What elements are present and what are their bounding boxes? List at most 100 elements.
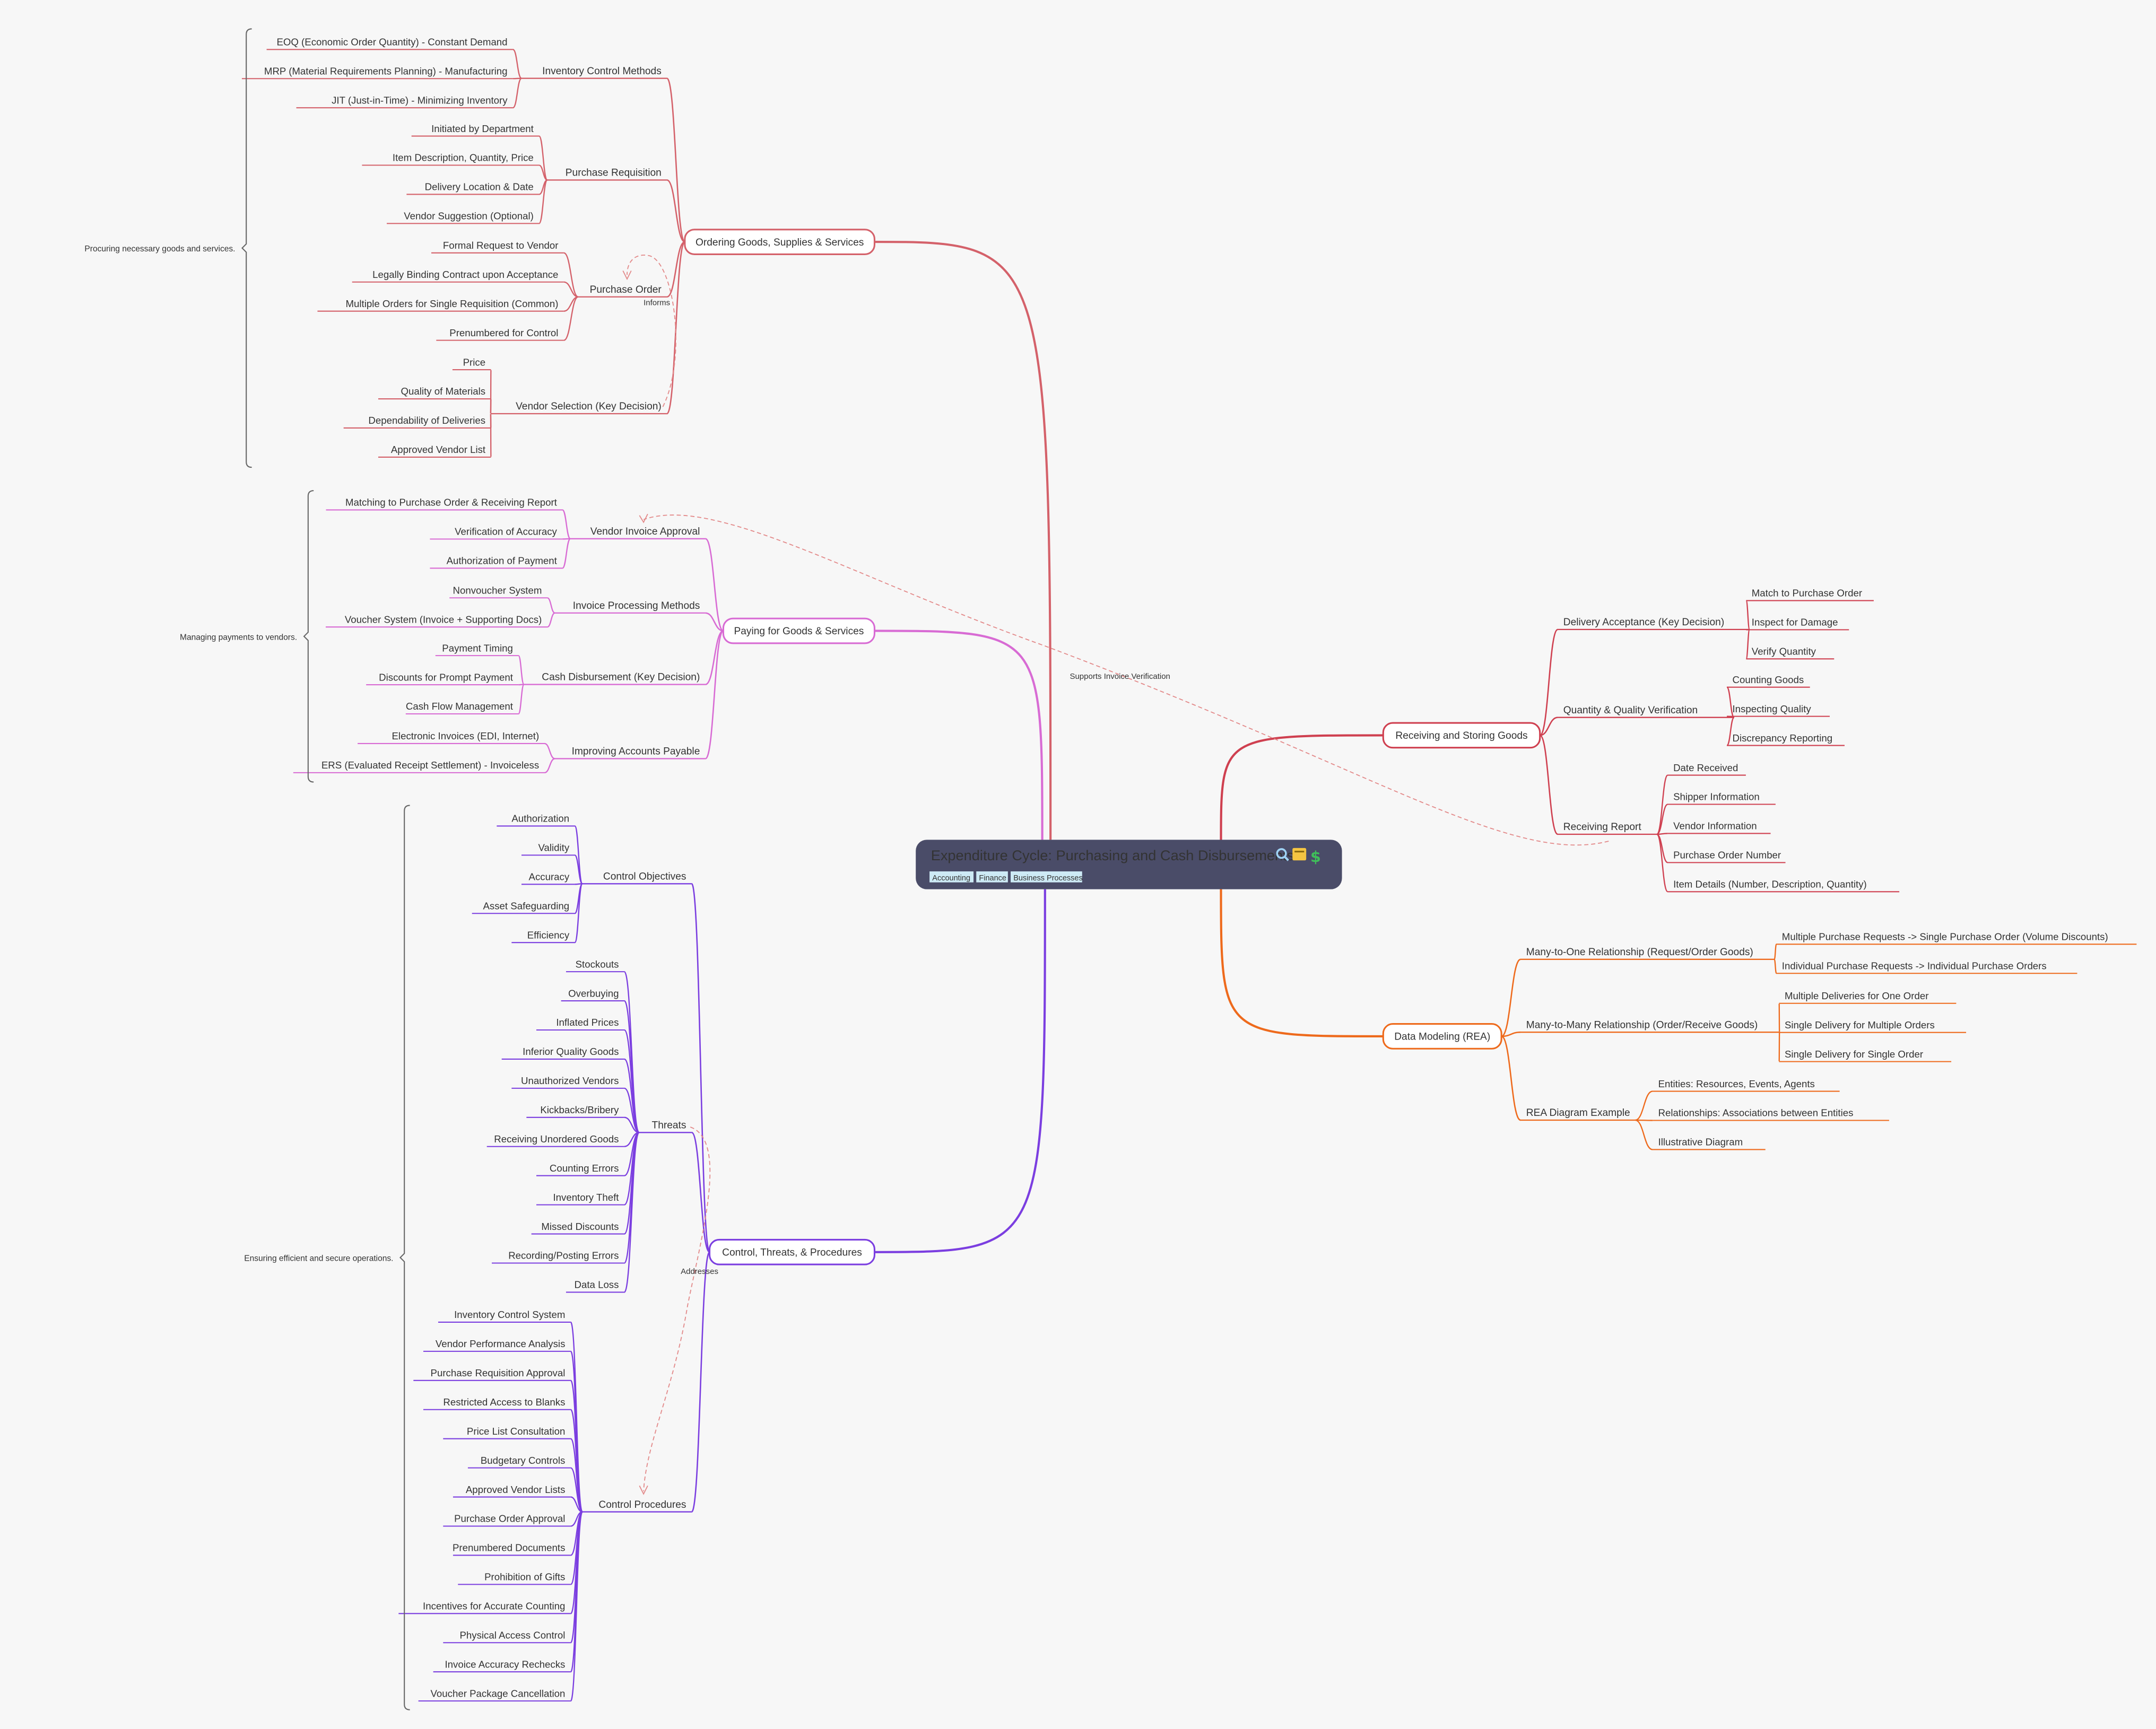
subtopic-item[interactable]: JIT (Just-in-Time) - Minimizing Inventor…	[332, 94, 508, 106]
subtopic-item[interactable]: Matching to Purchase Order & Receiving R…	[345, 497, 558, 508]
subtopic-item[interactable]: Single Delivery for Multiple Orders	[1785, 1019, 1935, 1031]
subtopic-item[interactable]: Price	[463, 356, 485, 368]
branch-node-receiving[interactable]: Receiving and Storing Goods	[1382, 722, 1541, 749]
subtopic-item[interactable]: Authorization	[511, 813, 569, 824]
branch-node-control[interactable]: Control, Threats, & Procedures	[708, 1238, 876, 1265]
subtopic-item[interactable]: Individual Purchase Requests -> Individu…	[1782, 960, 2047, 971]
topic-invoice-processing-methods[interactable]: Invoice Processing Methods	[573, 600, 700, 612]
subtopic-item[interactable]: Budgetary Controls	[481, 1455, 566, 1466]
topic-inventory-control-methods[interactable]: Inventory Control Methods	[542, 66, 662, 77]
subtopic-item[interactable]: Inferior Quality Goods	[523, 1046, 619, 1057]
subtopic-item[interactable]: Item Details (Number, Description, Quant…	[1673, 879, 1867, 890]
subtopic-item[interactable]: Kickbacks/Bribery	[540, 1104, 619, 1115]
subtopic-item[interactable]: MRP (Material Requirements Planning) - M…	[264, 65, 508, 76]
topic-improving-accounts-payable[interactable]: Improving Accounts Payable	[572, 746, 700, 757]
subtopic-item[interactable]: Entities: Resources, Events, Agents	[1658, 1078, 1815, 1089]
subtopic-item[interactable]: Physical Access Control	[459, 1629, 565, 1640]
subtopic-item[interactable]: Restricted Access to Blanks	[443, 1396, 565, 1408]
subtopic-item[interactable]: Invoice Accuracy Rechecks	[445, 1658, 565, 1670]
topic-vendor-invoice-approval[interactable]: Vendor Invoice Approval	[590, 526, 700, 537]
subtopic-item[interactable]: Unauthorized Vendors	[521, 1075, 619, 1086]
subtopic-item[interactable]: Counting Goods	[1733, 674, 1804, 685]
root-node[interactable]: Expenditure Cycle: Purchasing and Cash D…	[916, 840, 1342, 889]
subtopic-item[interactable]: Prenumbered for Control	[449, 327, 558, 338]
subtopic-item[interactable]: Verify Quantity	[1752, 646, 1816, 657]
subtopic-item[interactable]: Illustrative Diagram	[1658, 1137, 1743, 1148]
relation-label[interactable]: Informs	[644, 298, 670, 307]
subtopic-item[interactable]: Inspect for Damage	[1752, 617, 1838, 628]
topic-receiving-report[interactable]: Receiving Report	[1563, 822, 1642, 833]
subtopic-item[interactable]: Legally Binding Contract upon Acceptance	[372, 269, 558, 280]
subtopic-item[interactable]: Voucher Package Cancellation	[431, 1688, 566, 1699]
subtopic-item[interactable]: Formal Request to Vendor	[443, 240, 559, 251]
subtopic-item[interactable]: Inspecting Quality	[1733, 703, 1812, 714]
subtopic-item[interactable]: Shipper Information	[1673, 791, 1760, 802]
subtopic-item[interactable]: Data Loss	[575, 1279, 619, 1290]
subtopic-item[interactable]: Nonvoucher System	[453, 584, 542, 596]
subtopic-item[interactable]: Missed Discounts	[541, 1221, 619, 1232]
subtopic-item[interactable]: Purchase Order Number	[1673, 850, 1781, 861]
subtopic-item[interactable]: Counting Errors	[550, 1163, 619, 1174]
subtopic-item[interactable]: Payment Timing	[442, 642, 513, 653]
subtopic-item[interactable]: Overbuying	[568, 988, 619, 999]
topic-control-procedures[interactable]: Control Procedures	[598, 1499, 686, 1510]
topic-control-objectives[interactable]: Control Objectives	[603, 871, 686, 883]
subtopic-item[interactable]: Stockouts	[576, 958, 619, 970]
subtopic-item[interactable]: Cash Flow Management	[406, 701, 514, 712]
subtopic-item[interactable]: Price List Consultation	[467, 1426, 565, 1437]
subtopic-item[interactable]: Inventory Control System	[454, 1309, 565, 1320]
relation-label[interactable]: Supports Invoice Verification	[1070, 672, 1170, 681]
subtopic-item[interactable]: Vendor Suggestion (Optional)	[404, 211, 534, 222]
subtopic-item[interactable]: Authorization of Payment	[447, 555, 558, 566]
topic-vendor-selection-key-decision[interactable]: Vendor Selection (Key Decision)	[516, 401, 662, 412]
subtopic-item[interactable]: Initiated by Department	[431, 123, 534, 134]
subtopic-item[interactable]: Match to Purchase Order	[1752, 588, 1862, 599]
topic-purchase-requisition[interactable]: Purchase Requisition	[566, 168, 662, 179]
subtopic-item[interactable]: Inventory Theft	[553, 1192, 619, 1203]
subtopic-item[interactable]: Validity	[538, 842, 569, 853]
branch-node-rea[interactable]: Data Modeling (REA)	[1382, 1023, 1502, 1050]
subtopic-item[interactable]: Multiple Orders for Single Requisition (…	[346, 298, 559, 309]
subtopic-item[interactable]: Inflated Prices	[556, 1017, 619, 1028]
subtopic-item[interactable]: ERS (Evaluated Receipt Settlement) - Inv…	[321, 759, 539, 771]
subtopic-item[interactable]: Dependability of Deliveries	[368, 415, 485, 426]
subtopic-item[interactable]: Incentives for Accurate Counting	[423, 1601, 565, 1612]
subtopic-item[interactable]: Asset Safeguarding	[483, 900, 569, 911]
subtopic-item[interactable]: Accuracy	[529, 871, 570, 883]
subtopic-item[interactable]: Discounts for Prompt Payment	[379, 671, 514, 683]
topic-threats[interactable]: Threats	[651, 1120, 686, 1131]
topic-quantity-quality-verification[interactable]: Quantity & Quality Verification	[1563, 705, 1698, 716]
subtopic-item[interactable]: Item Description, Quantity, Price	[393, 152, 534, 163]
topic-rea-diagram-example[interactable]: REA Diagram Example	[1526, 1107, 1630, 1119]
subtopic-item[interactable]: Approved Vendor Lists	[466, 1484, 566, 1495]
subtopic-item[interactable]: Vendor Performance Analysis	[436, 1338, 566, 1349]
subtopic-item[interactable]: Single Delivery for Single Order	[1785, 1049, 1923, 1060]
branch-node-ordering[interactable]: Ordering Goods, Supplies & Services	[684, 229, 876, 255]
subtopic-item[interactable]: Quality of Materials	[401, 386, 486, 397]
subtopic-item[interactable]: Vendor Information	[1673, 820, 1757, 832]
subtopic-item[interactable]: Prohibition of Gifts	[484, 1571, 565, 1583]
topic-delivery-acceptance-key-decision[interactable]: Delivery Acceptance (Key Decision)	[1563, 617, 1724, 628]
subtopic-item[interactable]: Relationships: Associations between Enti…	[1658, 1107, 1854, 1119]
subtopic-item[interactable]: Purchase Order Approval	[454, 1513, 565, 1524]
subtopic-item[interactable]: Multiple Deliveries for One Order	[1785, 990, 1928, 1001]
subtopic-item[interactable]: Voucher System (Invoice + Supporting Doc…	[345, 614, 542, 625]
branch-node-paying[interactable]: Paying for Goods & Services	[722, 617, 876, 644]
subtopic-item[interactable]: Approved Vendor List	[391, 444, 486, 455]
relation-label[interactable]: Addresses	[681, 1267, 718, 1276]
subtopic-item[interactable]: Efficiency	[527, 929, 570, 940]
subtopic-item[interactable]: Delivery Location & Date	[425, 181, 534, 193]
subtopic-item[interactable]: Date Received	[1673, 762, 1738, 773]
subtopic-item[interactable]: Multiple Purchase Requests -> Single Pur…	[1782, 931, 2108, 942]
subtopic-item[interactable]: Purchase Requisition Approval	[431, 1367, 566, 1378]
subtopic-item[interactable]: Electronic Invoices (EDI, Internet)	[392, 730, 540, 741]
subtopic-item[interactable]: Recording/Posting Errors	[508, 1250, 619, 1261]
topic-purchase-order[interactable]: Purchase Order	[590, 284, 662, 295]
subtopic-item[interactable]: EOQ (Economic Order Quantity) - Constant…	[276, 37, 507, 48]
topic-many-to-one-relationship-request-order-goods[interactable]: Many-to-One Relationship (Request/Order …	[1526, 947, 1753, 958]
topic-many-to-many-relationship-order-receive-goods[interactable]: Many-to-Many Relationship (Order/Receive…	[1526, 1019, 1758, 1031]
subtopic-item[interactable]: Receiving Unordered Goods	[494, 1133, 619, 1145]
topic-cash-disbursement-key-decision[interactable]: Cash Disbursement (Key Decision)	[542, 672, 700, 683]
subtopic-item[interactable]: Prenumbered Documents	[453, 1542, 565, 1553]
subtopic-item[interactable]: Verification of Accuracy	[455, 526, 557, 537]
